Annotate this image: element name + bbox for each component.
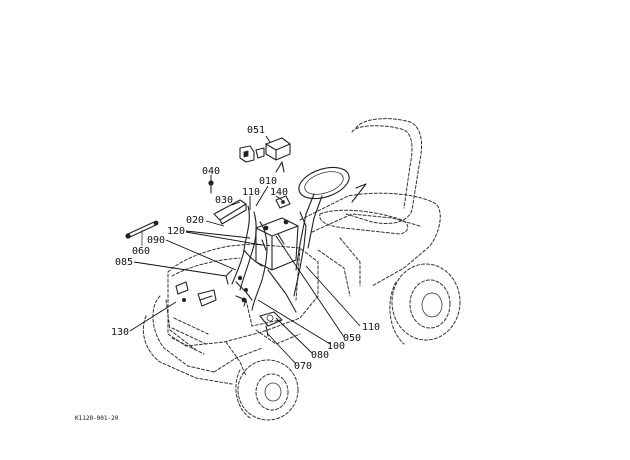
leader-lines xyxy=(129,135,361,365)
callout-130: 130 xyxy=(111,327,129,338)
callout-051: 051 xyxy=(247,125,265,136)
callout-100: 100 xyxy=(327,341,345,352)
callout-030: 030 xyxy=(215,195,233,206)
bracket-070-080 xyxy=(259,311,283,337)
callout-140: 140 xyxy=(270,187,288,198)
battery-component xyxy=(255,217,299,271)
fastener-040 xyxy=(208,180,214,194)
callout-050: 050 xyxy=(343,333,361,344)
callout-070: 070 xyxy=(294,361,312,372)
arrow-marker xyxy=(275,161,285,173)
bracket-030 xyxy=(213,199,247,225)
callout-labels: 051 040 010 110 140 030 020 120 090 060 … xyxy=(75,125,380,422)
callout-020: 020 xyxy=(186,215,204,226)
callout-060: 060 xyxy=(132,246,150,257)
callout-010: 010 xyxy=(259,176,277,187)
wire-harness xyxy=(225,205,307,313)
hood-lamp-parts xyxy=(175,281,248,307)
drawing-code: K1120-001-20 xyxy=(75,415,119,422)
switch-140 xyxy=(275,195,291,209)
callout-110-top: 110 xyxy=(242,187,260,198)
tractor-drawing xyxy=(142,118,461,421)
callout-110-right: 110 xyxy=(362,322,380,333)
cable-060 xyxy=(125,220,159,246)
callout-090: 090 xyxy=(147,235,165,246)
callout-080: 080 xyxy=(311,350,329,361)
callout-085: 085 xyxy=(115,257,133,268)
components xyxy=(125,137,307,337)
relay-component xyxy=(239,137,291,163)
callout-040: 040 xyxy=(202,166,220,177)
callout-120: 120 xyxy=(167,226,185,237)
